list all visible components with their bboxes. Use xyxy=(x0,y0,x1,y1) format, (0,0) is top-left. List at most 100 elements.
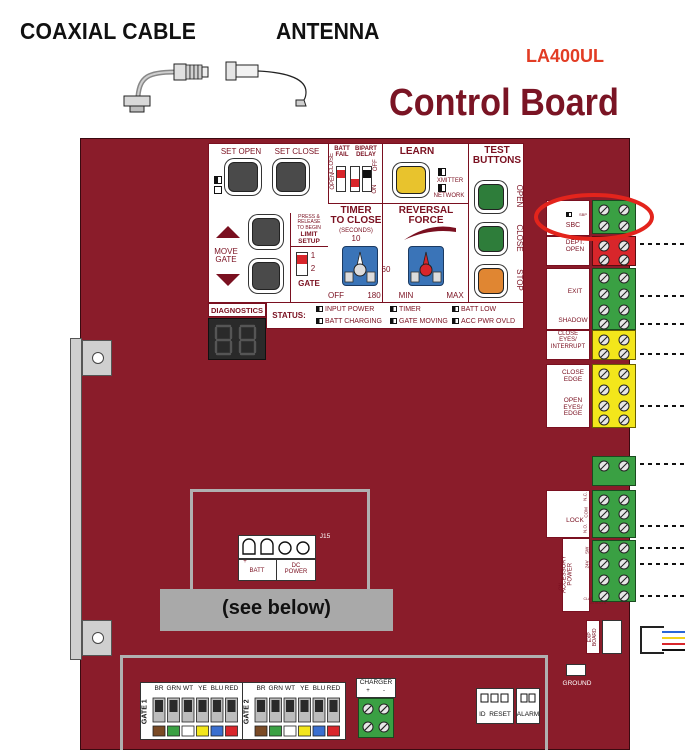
test-open-label: OPEN xyxy=(515,184,524,208)
charger-terminal-block[interactable] xyxy=(358,698,394,738)
force-arc-icon xyxy=(404,226,456,240)
dip-switch-icon[interactable] xyxy=(214,176,222,184)
set-close-button[interactable] xyxy=(276,162,306,192)
terminal-screw-slot xyxy=(620,592,628,600)
charger-label: CHARGER xyxy=(359,679,393,686)
force-pointer-icon xyxy=(410,251,442,283)
terminal-screw-slot xyxy=(600,256,608,264)
status-acc-pwr-ovld-label: ACC PWR OVLD xyxy=(461,318,516,325)
lower-frame xyxy=(120,655,548,750)
network-indicator-icon xyxy=(438,184,446,192)
gate-select-switch[interactable] xyxy=(296,252,308,276)
terminal-screw-slot xyxy=(620,510,628,518)
dept-open-label: DEPT. OPEN xyxy=(565,239,585,253)
move-gate-down-button[interactable] xyxy=(252,262,280,290)
accessory-power-label: ACCESSORY POWER xyxy=(561,555,574,594)
terminal-screw-slot xyxy=(600,290,608,298)
move-gate-label: MOVE GATE xyxy=(214,247,238,264)
terminal-screw-slot xyxy=(600,496,608,504)
model-label: LA400UL xyxy=(526,46,605,66)
lock-no-label: N.O. xyxy=(582,523,588,533)
charger-plus-label: + xyxy=(366,688,370,694)
dip-switch-icon[interactable] xyxy=(214,186,222,194)
gate-terminal-lever xyxy=(184,700,192,712)
shadow-label: SHADOW xyxy=(558,317,588,324)
terminal-screw-slot xyxy=(600,510,608,518)
batt-label: BATT xyxy=(249,568,265,574)
gate-wire-color-swatch xyxy=(152,725,166,737)
sbc-indicator-icon xyxy=(566,212,572,217)
terminal-screw-slot xyxy=(620,306,628,314)
test-stop-button[interactable] xyxy=(478,268,504,294)
press-release-label: PRESS & RELEASE TO BEGIN xyxy=(297,214,321,231)
terminal-screw-slot xyxy=(600,576,608,584)
force-max-label: MAX xyxy=(446,291,464,300)
terminal-screw-slot xyxy=(600,370,608,378)
charger-screws xyxy=(362,703,390,733)
exp-cable-wires xyxy=(662,631,685,651)
terminal-screw-slot xyxy=(620,336,628,344)
terminal-screw-slot xyxy=(600,560,608,568)
gate1-label: GATE 1 xyxy=(141,699,149,725)
acc-24v-label: 24V xyxy=(584,560,590,569)
test-close-button[interactable] xyxy=(478,226,504,252)
bipart-switch-2[interactable] xyxy=(362,166,372,192)
panel-divider xyxy=(290,246,328,247)
alarm-label: ALARM xyxy=(516,711,540,718)
status-gate-moving-label: GATE MOVING xyxy=(399,318,448,325)
timer-to-close-label: TIMER TO CLOSE xyxy=(330,205,382,226)
terminal-screw-slot xyxy=(620,370,628,378)
xmitter-label: XMITTER xyxy=(436,178,464,184)
lock-label-box xyxy=(546,490,590,538)
learn-button[interactable] xyxy=(396,166,426,194)
alarm-connector[interactable] xyxy=(516,688,540,724)
terminal-screw-slot xyxy=(620,544,628,552)
gate1-terminal-strip xyxy=(152,697,238,737)
spare-terminal-block[interactable] xyxy=(592,456,636,486)
status-input-power-label: INPUT POWER xyxy=(325,306,375,313)
terminal-screw-slot xyxy=(600,336,608,344)
terminal-screw-slot xyxy=(600,242,608,250)
batt-fail-switch[interactable] xyxy=(336,166,346,192)
j15-pins xyxy=(242,538,310,555)
exp-board-connector[interactable] xyxy=(602,620,622,654)
status-input-power-led xyxy=(316,306,323,312)
network-label: NETWORK xyxy=(433,193,465,199)
terminal-screw-slot xyxy=(620,496,628,504)
terminal-screw-slot xyxy=(620,462,628,470)
bipart-switch[interactable] xyxy=(350,166,360,192)
lock-com-label: COM xyxy=(583,507,589,518)
close-eyes-label-box xyxy=(546,330,590,360)
terminal-screw-slot xyxy=(620,222,628,230)
test-open-button[interactable] xyxy=(478,184,504,210)
gate-wire-color-swatch xyxy=(269,725,282,737)
gate2-terminal-strip xyxy=(254,697,340,737)
ground-label: GROUND xyxy=(562,680,592,687)
gate-wire-label: WT xyxy=(284,685,296,692)
terminal-screw-slot xyxy=(620,206,628,214)
coaxial-cable-label: COAXIAL CABLE xyxy=(20,18,196,44)
terminal-screw-slot xyxy=(620,242,628,250)
gate-wire-label: RED xyxy=(326,685,341,692)
exit-label: EXIT xyxy=(567,288,583,295)
lock-label: LOCK xyxy=(566,517,584,524)
status-panel xyxy=(266,303,524,329)
gate-wire-color-swatch xyxy=(181,725,195,737)
ground-connector[interactable] xyxy=(566,664,586,676)
open-eyes-edge-label: OPEN EYES/ EDGE xyxy=(563,397,583,417)
gate-wire-label: BLU xyxy=(210,685,224,692)
set-open-button[interactable] xyxy=(228,162,258,192)
gate-terminal-lever xyxy=(315,700,323,712)
dc-power-label: DC POWER xyxy=(284,563,308,576)
gate-terminal-lever xyxy=(169,700,178,712)
j15-label: J15 xyxy=(319,533,331,540)
move-gate-up-button[interactable] xyxy=(252,218,280,246)
gate-wire-label: BR xyxy=(256,685,266,692)
seven-segment-icon xyxy=(214,324,257,356)
id-reset-label: ID RESET xyxy=(479,711,511,718)
gate-terminal-lever xyxy=(257,700,265,712)
status-gate-moving-led xyxy=(390,318,397,324)
gate-terminal-lever xyxy=(329,700,338,712)
